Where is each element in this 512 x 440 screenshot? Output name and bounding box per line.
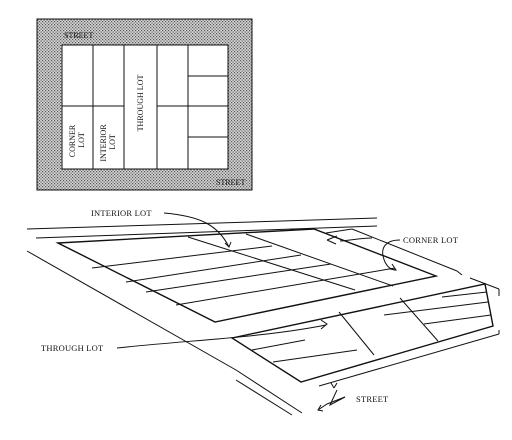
- street-edge: [35, 225, 378, 239]
- interior-lot-arrowhead: [224, 241, 232, 248]
- street-arrow-north: [328, 389, 346, 407]
- street-edge: [351, 228, 458, 272]
- plan-corner-lot-line1: CORNER: [68, 124, 77, 157]
- street-edge: [235, 379, 293, 416]
- plan-street-label-bottom: STREET: [216, 178, 245, 187]
- plan-through-lot-label: THROUGH LOT: [136, 75, 145, 132]
- street-arrowhead-north: [330, 382, 338, 389]
- through-lot-arrowhead: [320, 319, 328, 330]
- plan-corner-lot-line2: LOT: [77, 132, 86, 148]
- street-edge: [26, 250, 237, 371]
- corner-lot-label: CORNER LOT: [403, 235, 459, 245]
- plan-view: STREET STREET CORNER LOT INTERIOR LOT TH…: [36, 18, 253, 191]
- corner-lot-arrow-upper: [339, 237, 373, 242]
- street-edge: [26, 217, 378, 230]
- plan-street-label-top: STREET: [64, 31, 93, 40]
- plan-interior-lot-label: INTERIOR LOT: [99, 122, 117, 161]
- lower-block: [230, 283, 494, 383]
- street-arrowhead-west: [317, 404, 324, 412]
- street-edge: [318, 333, 500, 387]
- street-label: STREET: [356, 394, 389, 404]
- through-lot-leader: [116, 324, 327, 349]
- street-arrow-west: [317, 396, 346, 411]
- street-edge: [235, 369, 303, 414]
- upper-block: [55, 228, 439, 323]
- through-lot-label: THROUGH LOT: [41, 343, 104, 353]
- plan-corner-lot-label: CORNER LOT: [68, 123, 86, 157]
- interior-lot-label: INTERIOR LOT: [91, 208, 152, 218]
- corner-lot-arrowhead-lower: [389, 263, 398, 271]
- interior-lot-leader: [163, 212, 230, 248]
- plan-interior-lot-line1: INTERIOR: [99, 124, 108, 162]
- perspective-view: INTERIOR LOT CORNER LOT THROUGH LOT STRE…: [26, 208, 500, 416]
- corner-lot-arrowhead-upper: [326, 235, 338, 245]
- street-edge: [325, 228, 353, 234]
- plan-interior-lot-line2: LOT: [108, 134, 117, 150]
- street-edge: [456, 270, 463, 276]
- plan-block: [61, 44, 229, 170]
